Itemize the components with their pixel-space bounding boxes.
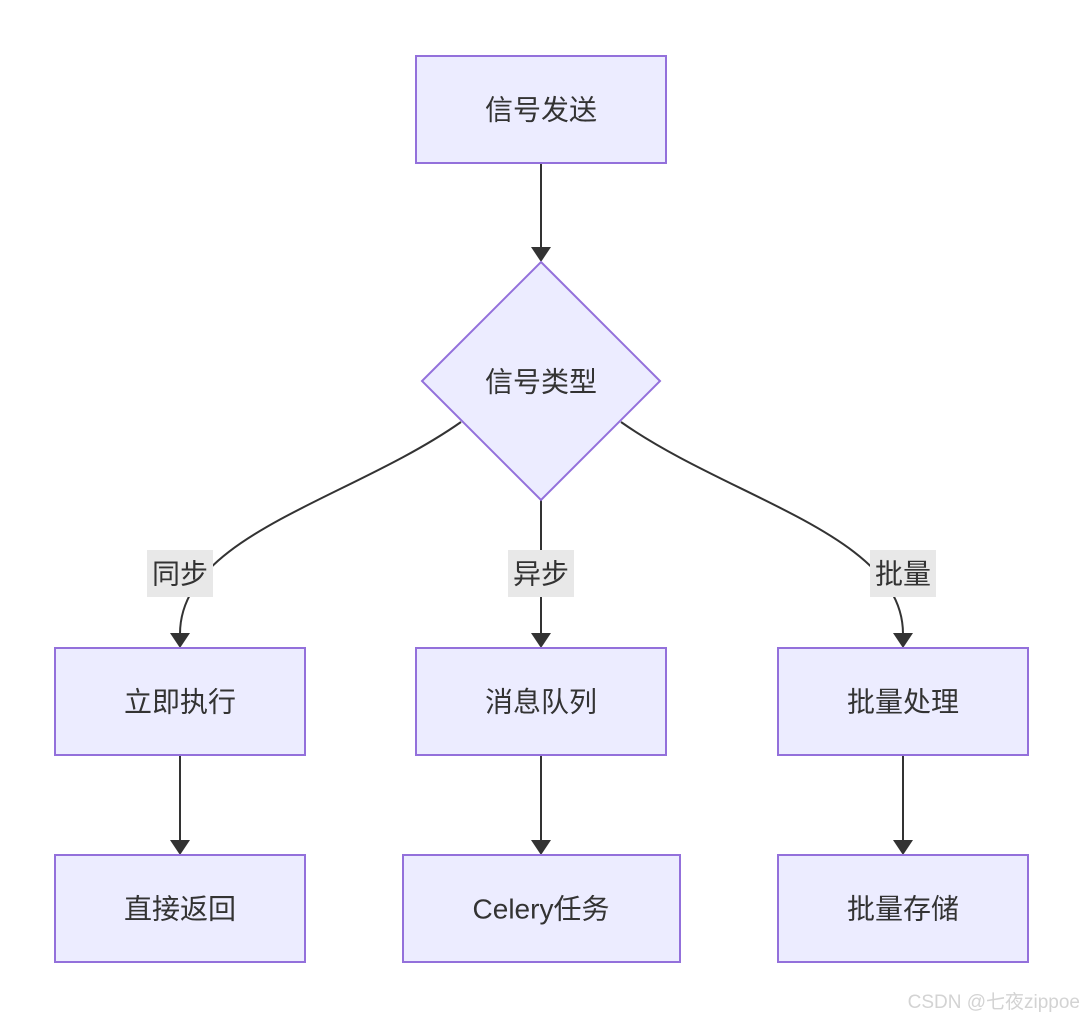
node-batch-store: 批量存储 [777, 854, 1029, 963]
edge-label-bg [508, 550, 574, 597]
edge-batch-proc-to-batch-store [893, 755, 913, 855]
watermark: CSDN @七夜zippoe [908, 991, 1080, 1013]
node-box [54, 647, 306, 756]
edge-sync-exec-to-sync-return [170, 755, 190, 855]
edge-start-to-decision [531, 163, 551, 262]
arrowhead-icon [170, 633, 190, 648]
arrowhead-icon [893, 840, 913, 855]
node-label: Celery任务 [473, 894, 610, 925]
node-label: 消息队列 [485, 687, 597, 718]
edge-line [179, 421, 462, 635]
node-label: 信号类型 [485, 367, 597, 398]
node-direct-return: 直接返回 [54, 854, 306, 963]
arrowhead-icon [893, 633, 913, 648]
node-box [415, 647, 667, 756]
node-box [777, 647, 1029, 756]
decision-diamond [420, 260, 662, 502]
edge-decision-to-sync-exec [170, 421, 462, 648]
edge-label-text: 异步 [513, 559, 569, 590]
arrowhead-icon [531, 840, 551, 855]
node-label: 信号发送 [485, 95, 597, 126]
edge-line [620, 421, 904, 635]
node-signal-type-decision: 信号类型 [420, 260, 662, 502]
edge-label-async: 异步 [508, 550, 574, 597]
node-box [54, 854, 306, 963]
edge-label-text: 批量 [875, 559, 931, 590]
node-box [402, 854, 681, 963]
node-label: 立即执行 [124, 687, 236, 718]
edge-label-bg [870, 550, 936, 597]
arrowhead-icon [531, 633, 551, 648]
node-celery-task: Celery任务 [402, 854, 681, 963]
arrowhead-icon [531, 247, 551, 262]
node-box [415, 55, 667, 164]
node-signal-send: 信号发送 [415, 55, 667, 164]
edge-decision-to-batch-proc [620, 421, 913, 648]
node-message-queue: 消息队列 [415, 647, 667, 756]
node-batch-process: 批量处理 [777, 647, 1029, 756]
edge-label-text: 同步 [152, 559, 208, 590]
node-label: 批量存储 [847, 894, 959, 925]
node-immediate-exec: 立即执行 [54, 647, 306, 756]
node-label: 直接返回 [124, 894, 236, 925]
edge-label-bg [147, 550, 213, 597]
edge-label-batch: 批量 [870, 550, 936, 597]
node-box [777, 854, 1029, 963]
node-label: 批量处理 [847, 687, 959, 718]
edge-label-sync: 同步 [147, 550, 213, 597]
arrowhead-icon [170, 840, 190, 855]
edge-async-queue-to-celery-task [531, 755, 551, 855]
